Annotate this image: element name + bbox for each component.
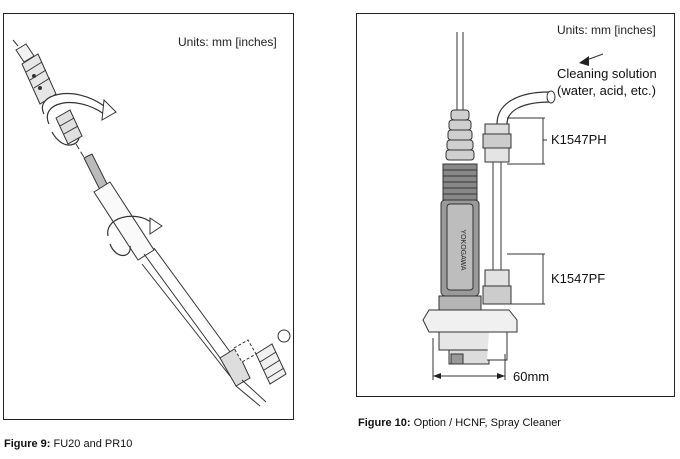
spray-cleaner-drawing: YOKOGAWA <box>422 32 604 380</box>
cleaning-solution-label: Cleaning solution (water, acid, etc.) <box>557 65 657 99</box>
cleaning-line-1: Cleaning solution <box>557 66 657 81</box>
cleaning-line-2: (water, acid, etc.) <box>557 83 656 98</box>
units-label: Units: mm [inches] <box>178 35 277 49</box>
figure-9-caption: Figure 9: FU20 and PR10 <box>4 438 132 450</box>
units-label: Units: mm [inches] <box>557 23 656 37</box>
figure-10-caption-prefix: Figure 10: <box>358 417 411 429</box>
dimension-label: 60mm <box>513 369 550 384</box>
fu20-pr10-drawing <box>12 39 291 407</box>
k1547pf-label: K1547PF <box>551 271 606 286</box>
figure-9-caption-prefix: Figure 9: <box>4 438 51 450</box>
figure-10-caption-text: Option / HCNF, Spray Cleaner <box>413 417 561 429</box>
k1547ph-label: K1547PH <box>551 132 607 147</box>
figure-10-panel: Units: mm [inches] <box>356 13 675 397</box>
figure-9-caption-text: FU20 and PR10 <box>53 438 133 450</box>
brand-text: YOKOGAWA <box>459 229 466 270</box>
figure-10-caption: Figure 10: Option / HCNF, Spray Cleaner <box>358 417 561 429</box>
figure-9-panel: Units: mm [inches] <box>3 13 294 420</box>
